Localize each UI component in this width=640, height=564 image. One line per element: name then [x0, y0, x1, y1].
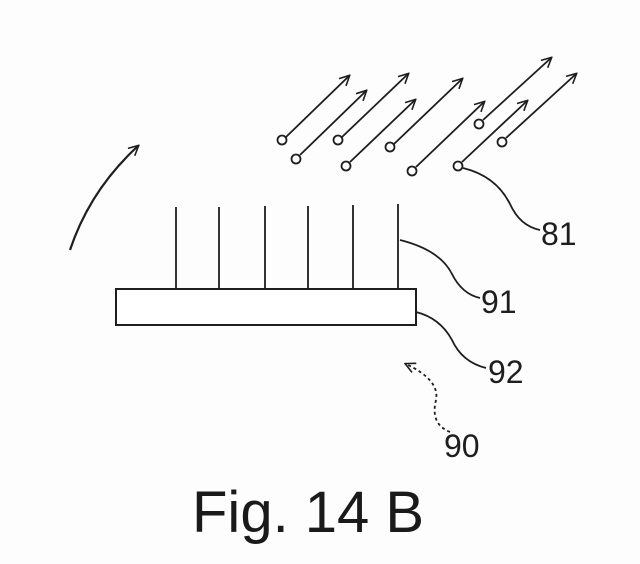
label-92: 92 [488, 354, 524, 390]
particle-arrow-8 [454, 101, 528, 171]
particle-arrow-2 [292, 91, 367, 164]
particle-arrow-1 [278, 76, 350, 145]
particle-arrow-7 [475, 58, 552, 129]
assembly-pointer-arrow [406, 364, 450, 432]
label-90: 90 [444, 428, 480, 464]
substrate-plate [116, 289, 416, 325]
fiber-group [176, 204, 398, 289]
particle-arrow-3 [334, 74, 409, 145]
particle-arrow-6 [408, 102, 485, 176]
label-81: 81 [541, 216, 577, 252]
figure-caption: Fig. 14 B [192, 480, 424, 545]
leader-line-92 [416, 312, 486, 368]
label-91: 91 [481, 284, 517, 320]
rotation-arrow [70, 146, 138, 250]
particle-group [278, 58, 577, 176]
leader-line-81 [463, 168, 540, 230]
particle-arrow-5 [386, 79, 463, 152]
particle-arrow-9 [498, 74, 577, 147]
